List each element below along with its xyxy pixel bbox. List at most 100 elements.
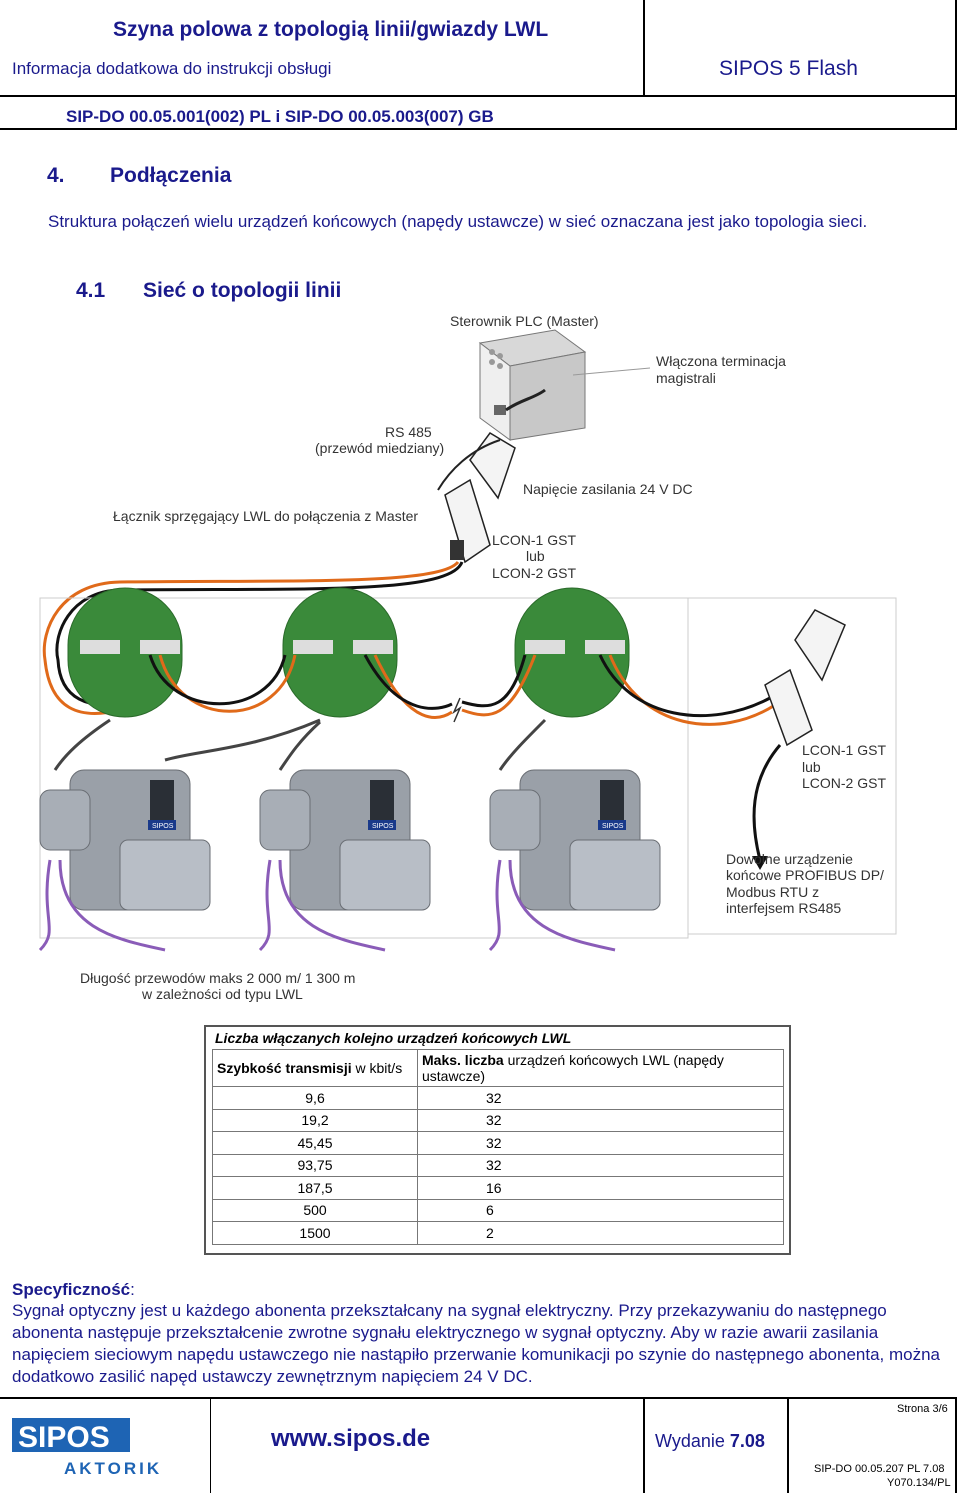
footer-divider — [643, 1397, 645, 1493]
document-title: Szyna polowa z topologią linii/gwiazdy L… — [113, 18, 549, 41]
website-link[interactable]: www.sipos.de — [271, 1425, 431, 1452]
power-label: Napięcie zasilania 24 V DC — [523, 481, 693, 497]
rate-cell: 9,6 — [212, 1086, 418, 1110]
header-frame — [0, 0, 957, 130]
fiber-optic-cable — [461, 654, 537, 717]
arrow-icon — [53, 718, 111, 771]
subsection-title: Sieć o topologii linii — [143, 279, 342, 302]
lcon-right-label-2: lub — [802, 759, 821, 775]
fiber-coupler-icon — [444, 478, 491, 564]
arrow-icon — [498, 718, 547, 771]
rate-cell: 1500 — [212, 1221, 418, 1245]
max-cell: 6 — [417, 1198, 784, 1222]
power-supply-icon — [469, 432, 516, 500]
page-number: Strona 3/6 — [897, 1403, 948, 1415]
actuator-2: SIPOS — [258, 769, 431, 952]
section-number: 4. — [47, 164, 65, 187]
spec-text: Sygnał optyczny jest u każdego abonenta … — [12, 1301, 941, 1386]
plc-icon — [478, 329, 587, 441]
lcon-top-label-3: LCON-2 GST — [492, 565, 577, 581]
line-break-icon — [452, 697, 462, 723]
document-code: SIP-DO 00.05.001(002) PL i SIP-DO 00.05.… — [66, 107, 494, 126]
logo-text: SIPOS — [18, 1421, 110, 1454]
pcb-board-2 — [282, 587, 398, 718]
header-divider-h — [0, 95, 957, 97]
table-caption: Liczba włączanych kolejno urządzeń końco… — [215, 1030, 572, 1046]
fiber-optic-cable — [373, 654, 453, 719]
cable-length-label-1: Długość przewodów maks 2 000 m/ 1 300 m — [80, 970, 356, 986]
termination-label-2: magistrali — [656, 370, 716, 386]
subsection-number: 4.1 — [76, 279, 106, 302]
lcon-top-label-2: lub — [526, 548, 545, 564]
rs485-cable — [437, 439, 501, 491]
spec-heading: Specyficzność: — [12, 1280, 135, 1299]
coupler-label: Łącznik sprzęgający LWL do połączenia z … — [113, 508, 419, 524]
rate-cell: 187,5 — [212, 1176, 418, 1200]
fiber-optic-cable — [363, 654, 453, 710]
actuator-badge: SIPOS — [372, 823, 394, 830]
sipos-logo: SIPOS AKTORIK — [12, 1418, 162, 1478]
photo-frame — [687, 597, 897, 935]
section-title: Podłączenia — [110, 164, 232, 187]
rs485-label-2: (przewód miedziany) — [315, 440, 445, 456]
header-divider — [643, 0, 645, 95]
edition: Wydanie 7.08 — [655, 1431, 765, 1451]
lcon-top-label-1: LCON-1 GST — [492, 532, 577, 548]
rate-cell: 45,45 — [212, 1131, 418, 1155]
logo-subtext: AKTORIK — [64, 1459, 162, 1478]
fiber-optic-cable — [42, 560, 460, 715]
table-header-row: Szybkość transmisji w kbit/s Maks. liczb… — [212, 1049, 784, 1087]
pcb-board-3 — [514, 587, 630, 718]
arrow-icon — [752, 744, 782, 861]
fiber-optic-cable — [461, 654, 527, 708]
footer-divider — [210, 1397, 211, 1493]
section-intro: Struktura połączeń wielu urządzeń końcow… — [48, 212, 868, 231]
device-count-table: Szybkość transmisji w kbit/s Maks. liczb… — [212, 1049, 784, 1245]
lcon-right-label-3: LCON-2 GST — [802, 775, 887, 791]
device-label-1: Dowolne urządzenie — [726, 851, 853, 867]
rate-cell: 19,2 — [212, 1108, 418, 1132]
device-label-2: końcowe PROFIBUS DP/ — [726, 867, 884, 883]
fiber-optic-cable — [158, 654, 297, 713]
fiber-optic-cable — [148, 654, 287, 706]
fiber-optic-cable — [608, 654, 776, 726]
termination-label-1: Włączona terminacja — [656, 353, 786, 369]
product-name: SIPOS 5 Flash — [719, 57, 858, 80]
column-header-max: Maks. liczba urządzeń końcowych LWL (nap… — [417, 1049, 784, 1087]
rate-cell: 500 — [212, 1198, 418, 1222]
footer-code-2: Y070.134/PL — [887, 1477, 951, 1489]
max-cell: 32 — [417, 1153, 784, 1177]
arrow-icon — [164, 718, 321, 762]
rs485-label-1: RS 485 — [385, 424, 432, 440]
max-cell: 16 — [417, 1176, 784, 1200]
actuator-1: SIPOS — [38, 769, 211, 952]
cable-length-label-2: w zależności od typu LWL — [142, 986, 303, 1002]
max-cell: 32 — [417, 1131, 784, 1155]
rate-cell: 93,75 — [212, 1153, 418, 1177]
actuator-3: SIPOS — [488, 769, 661, 952]
termination-leader — [572, 367, 651, 376]
document-subtitle: Informacja dodatkowa do instrukcji obsłu… — [12, 59, 332, 78]
max-cell: 32 — [417, 1108, 784, 1132]
fiber-optic-cable — [598, 654, 771, 718]
footer-frame — [0, 1397, 957, 1493]
actuator-badge: SIPOS — [602, 823, 624, 830]
footer-code: SIP-DO 00.05.207 PL 7.08 — [814, 1463, 945, 1475]
line-topology-diagram: SIPOS SIPOS SIPOS — [38, 329, 897, 952]
pcb-board-1 — [67, 587, 183, 718]
arrow-head-icon — [752, 856, 768, 870]
device-label-3: Modbus RTU z — [726, 884, 820, 900]
actuator-badge: SIPOS — [152, 823, 174, 830]
footer-divider — [787, 1397, 789, 1493]
lcon-right-label-1: LCON-1 GST — [802, 742, 887, 758]
device-label-4: interfejsem RS485 — [726, 900, 842, 916]
arrow-icon — [278, 720, 322, 771]
lcon-module-icon — [764, 609, 846, 747]
